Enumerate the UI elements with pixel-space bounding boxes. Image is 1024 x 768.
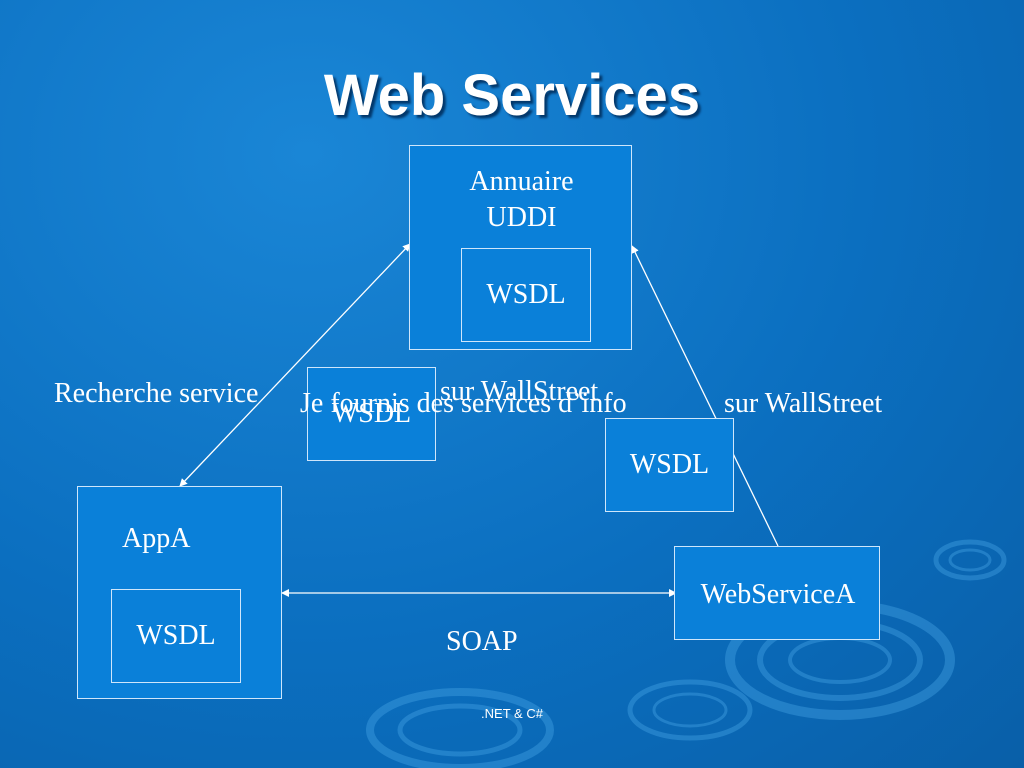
appa-wsdl-label: WSDL <box>136 620 216 651</box>
appa-box: AppA WSDL <box>77 486 282 699</box>
webservicea-box: WebServiceA <box>674 546 880 640</box>
uddi-registry-box: Annuaire UDDI WSDL <box>409 145 632 350</box>
uddi-wsdl-box: WSDL <box>461 248 591 342</box>
uddi-title-line2: UDDI <box>486 202 557 233</box>
floating-wsdl-left: WSDL <box>307 367 436 461</box>
slide-title: Web Services <box>323 63 701 128</box>
uddi-title-line1: Annuaire <box>469 166 574 197</box>
provide-services-suffix: sur WallStreet <box>724 388 883 419</box>
search-service-label: Recherche service <box>54 378 259 409</box>
search-service-suffix: sur WallStreet <box>440 376 599 407</box>
floating-wsdl-right-label: WSDL <box>629 449 710 480</box>
arrow-appa-to-uddi <box>179 243 411 487</box>
appa-title: AppA <box>122 523 191 554</box>
slide-footer: .NET & C# <box>481 706 543 721</box>
floating-wsdl-left-label: WSDL <box>331 398 412 429</box>
webservicea-title: WebServiceA <box>700 579 856 610</box>
provide-services-label: Je fournis des services d’info <box>300 388 627 419</box>
floating-wsdl-right: WSDL <box>605 418 734 512</box>
uddi-wsdl-label: WSDL <box>486 279 566 310</box>
appa-wsdl-box: WSDL <box>111 589 241 683</box>
arrow-webservice-to-uddi <box>631 245 779 547</box>
soap-label: SOAP <box>446 626 518 657</box>
